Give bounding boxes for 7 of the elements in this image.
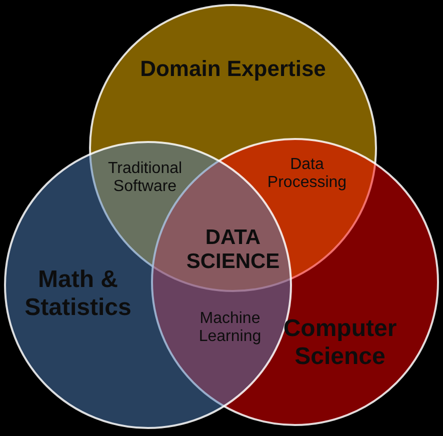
region-label: Traditional Software [106,160,184,197]
region-label: Machine Learning [198,310,262,347]
circle-title: Computer Science [282,315,398,370]
circle-title: Domain Expertise [139,56,327,82]
circle-title: Math & Statistics [24,266,132,322]
region-label: DATA SCIENCE [185,226,281,274]
region-label: Data Processing [266,156,348,193]
